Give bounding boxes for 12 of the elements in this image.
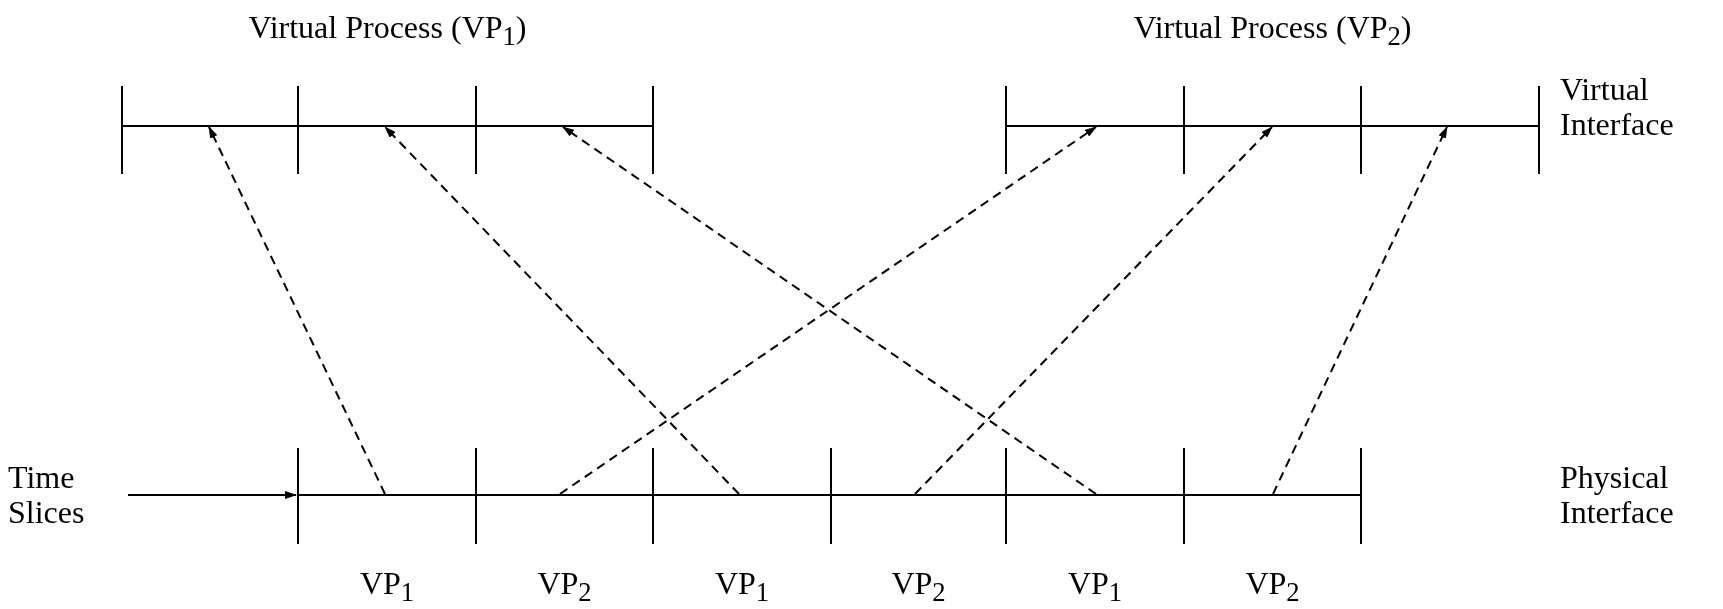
- arrow: [127, 491, 297, 499]
- slot-label: VP$_{2}$: [536, 566, 593, 608]
- slot-label: VP$_{1}$: [358, 566, 416, 608]
- process-title: Virtual Process (VP$_{1}$): [247, 10, 528, 52]
- interface-label: Virtual Interface: [1560, 72, 1675, 143]
- slot-label: VP$_{1}$: [713, 566, 771, 608]
- slot-label: VP$_{2}$: [1244, 566, 1301, 608]
- interface-label: Physical Interface: [1560, 460, 1675, 531]
- slot-label: VP$_{2}$: [890, 566, 947, 608]
- axis-label: Time Slices: [8, 460, 126, 532]
- slot-label: VP$_{1}$: [1066, 566, 1124, 608]
- process-title: Virtual Process (VP$_{2}$): [1132, 10, 1413, 52]
